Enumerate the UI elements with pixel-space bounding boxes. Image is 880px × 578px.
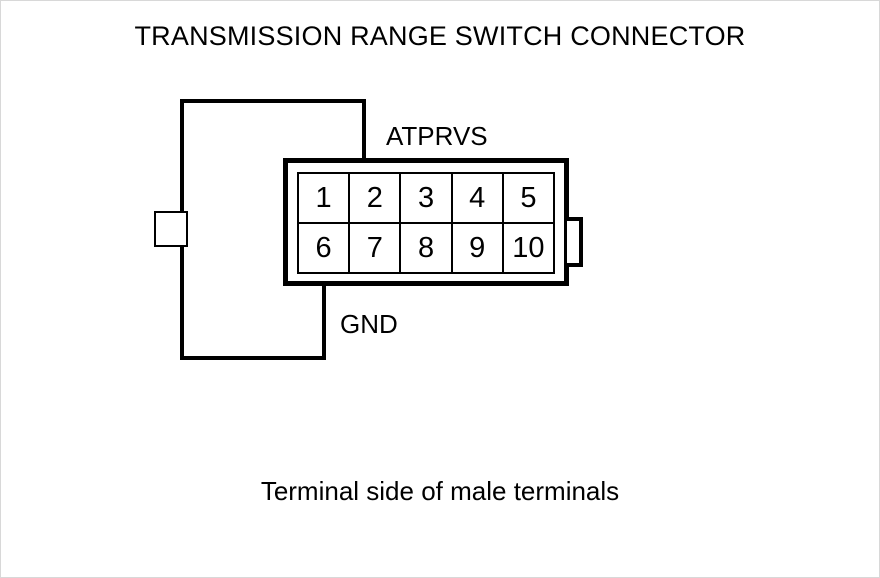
wire-segment-signal-drop [362, 99, 366, 163]
pin-cell-4: 4 [450, 174, 502, 222]
pin-cell-3: 3 [399, 174, 451, 222]
inline-component-symbol [154, 211, 188, 247]
pin-cell-8: 8 [399, 224, 451, 272]
pin-cell-2: 2 [348, 174, 400, 222]
pin-cell-10: 10 [501, 224, 554, 272]
ground-label-gnd: GND [340, 309, 398, 339]
wire-segment-top [180, 99, 366, 103]
pin-cell-5: 5 [501, 174, 554, 222]
pin-grid: 1 2 3 4 5 6 7 8 9 10 [297, 172, 555, 274]
wire-segment-left-upper [180, 99, 184, 213]
connector-latch-tab [567, 217, 583, 267]
signal-label-atprvs: ATPRVS [386, 121, 488, 151]
pin-row-bottom: 6 7 8 9 10 [299, 222, 554, 272]
pin-cell-6: 6 [299, 224, 349, 272]
pin-cell-7: 7 [348, 224, 400, 272]
diagram-title: TRANSMISSION RANGE SWITCH CONNECTOR [134, 21, 746, 51]
diagram-caption: Terminal side of male terminals [260, 476, 620, 506]
pin-cell-1: 1 [299, 174, 349, 222]
wire-segment-left-lower [180, 244, 184, 360]
pin-row-top: 1 2 3 4 5 [299, 174, 554, 222]
wire-segment-bottom [180, 356, 326, 360]
pin-cell-9: 9 [450, 224, 502, 272]
wire-segment-ground-rise [322, 280, 326, 360]
